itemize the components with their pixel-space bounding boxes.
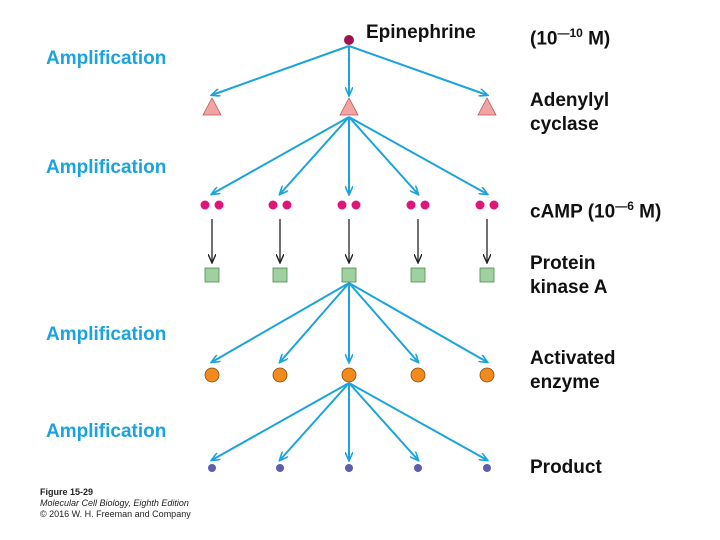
- activated-enzyme-4: [410, 367, 426, 383]
- arrow-cyclase-to-camp-4: [348, 116, 418, 194]
- camp-molecule-2a: [268, 200, 278, 210]
- arrows-layer: [212, 45, 487, 460]
- arrow-enzyme-to-product-4: [348, 382, 418, 460]
- protein-kinase-a-1: [204, 267, 220, 283]
- camp-molecule-5b: [489, 200, 499, 210]
- arrow-enzyme-to-product-1: [212, 382, 350, 460]
- camp-label: cAMP (10—6 M): [530, 199, 662, 223]
- activated-enzyme-3: [341, 367, 357, 383]
- arrow-epi-to-cyclase-3: [348, 45, 487, 95]
- camp-molecule-1b: [214, 200, 224, 210]
- arrow-cyclase-to-camp-2: [280, 116, 350, 194]
- camp-molecule-1a: [200, 200, 210, 210]
- product-molecule-5: [483, 464, 491, 472]
- product-molecule-1: [208, 464, 216, 472]
- adenylyl-cyclase-3: [477, 97, 497, 116]
- figure-caption: Figure 15-29 Molecular Cell Biology, Eig…: [40, 487, 191, 520]
- adenylyl-cyclase-2: [339, 97, 359, 116]
- camp-molecule-3a: [337, 200, 347, 210]
- activated-enzyme-2: [272, 367, 288, 383]
- product-molecule-4: [414, 464, 422, 472]
- protein-kinase-a-3: [341, 267, 357, 283]
- book-title: Molecular Cell Biology, Eighth Edition: [40, 498, 189, 508]
- arrow-enzyme-to-product-5: [348, 382, 487, 460]
- arrow-cyclase-to-camp-1: [212, 116, 350, 194]
- copyright: © 2016 W. H. Freeman and Company: [40, 509, 191, 519]
- product-molecule-3: [345, 464, 353, 472]
- arrow-pka-to-enzyme-1: [212, 282, 350, 362]
- camp-molecule-4a: [406, 200, 416, 210]
- arrow-epi-to-cyclase-1: [212, 45, 350, 95]
- epinephrine-concentration: (10—10 M): [530, 26, 611, 50]
- activated-enzyme-1: [204, 367, 220, 383]
- arrow-pka-to-enzyme-4: [348, 282, 418, 362]
- arrow-cyclase-to-camp-5: [348, 116, 487, 194]
- activated-enzyme-5: [479, 367, 495, 383]
- camp-molecule-3b: [351, 200, 361, 210]
- nodes-layer: [200, 35, 499, 472]
- protein-kinase-a-4: [410, 267, 426, 283]
- camp-molecule-5a: [475, 200, 485, 210]
- amplification-label-2: Amplification: [46, 157, 167, 178]
- figure-number: Figure 15-29: [40, 487, 94, 497]
- product-molecule-2: [276, 464, 284, 472]
- amplification-label-1: Amplification: [46, 48, 167, 69]
- arrow-enzyme-to-product-2: [280, 382, 350, 460]
- product-label: Product: [530, 457, 602, 478]
- arrow-pka-to-enzyme-2: [280, 282, 350, 362]
- adenylyl-cyclase-1: [202, 97, 222, 116]
- amplification-label-4: Amplification: [46, 421, 167, 442]
- epinephrine-molecule: [344, 35, 354, 45]
- epinephrine-label: Epinephrine: [366, 22, 476, 43]
- camp-molecule-4b: [420, 200, 430, 210]
- protein-kinase-a-2: [272, 267, 288, 283]
- protein-kinase-a-5: [479, 267, 495, 283]
- arrow-pka-to-enzyme-5: [348, 282, 487, 362]
- amplification-label-3: Amplification: [46, 324, 167, 345]
- camp-molecule-2b: [282, 200, 292, 210]
